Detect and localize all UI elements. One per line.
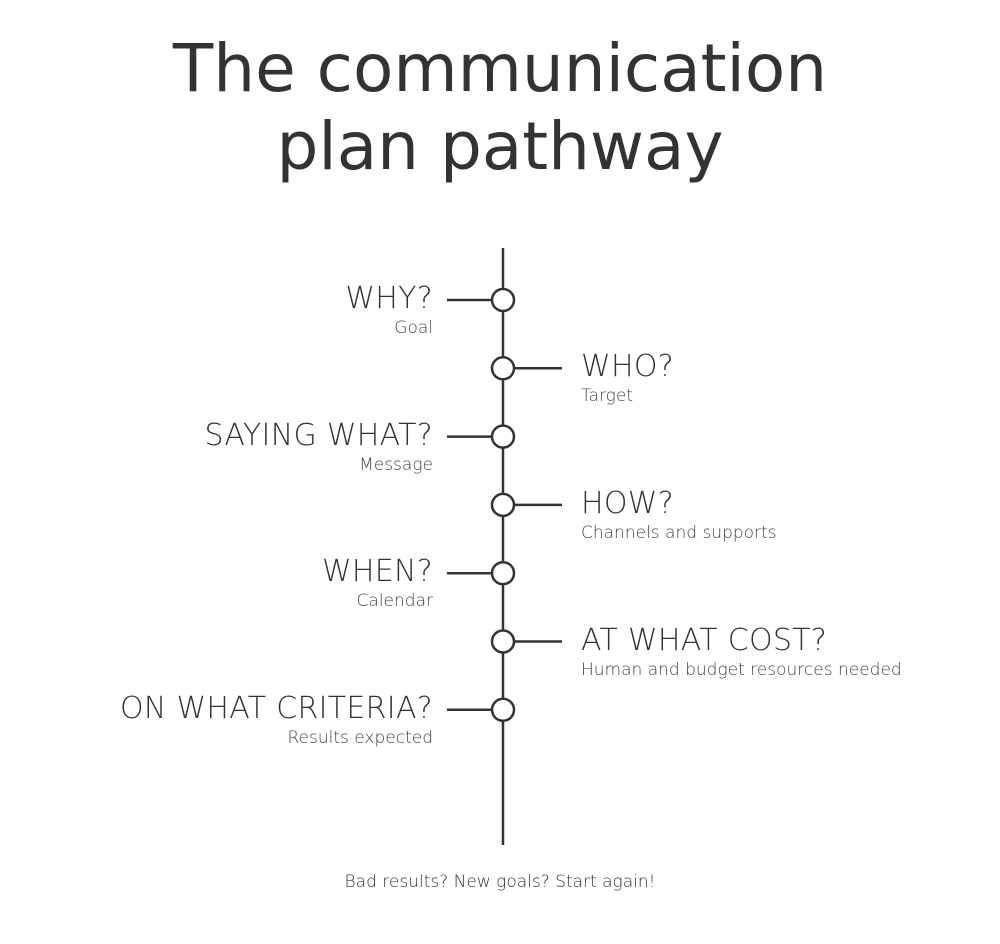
step-question: WHY? — [345, 281, 433, 316]
step-node — [490, 356, 516, 381]
title-line-2: plan pathway — [276, 108, 724, 185]
timeline-nodes — [447, 287, 562, 723]
step-detail: Target — [581, 386, 634, 407]
step-question: WHO? — [581, 349, 674, 385]
diagram-title: The communication plan pathway — [0, 30, 1000, 186]
step-detail: Channels and supports — [581, 522, 777, 543]
step-node — [490, 287, 516, 313]
step-label: WHY?Goal — [33, 281, 433, 339]
step-question: HOW? — [581, 485, 674, 521]
step-label: ON WHAT CRITERIA?Results expected — [33, 691, 433, 749]
step-label: SAYING WHAT?Message — [33, 418, 433, 476]
step-question: AT WHAT COST? — [581, 622, 828, 658]
step-question: WHEN? — [321, 554, 433, 590]
step-node — [490, 492, 516, 518]
step-node — [490, 424, 516, 449]
step-detail: Calendar — [356, 591, 433, 612]
step-detail: Human and budget resources needed — [581, 659, 902, 680]
footer-note: Bad results? New goals? Start again! — [344, 872, 656, 892]
step-node — [490, 697, 516, 723]
step-node — [490, 629, 516, 654]
step-question: SAYING WHAT? — [204, 417, 433, 453]
step-detail: Results expected — [287, 727, 433, 748]
step-label: WHO?Target — [581, 349, 981, 407]
step-detail: Message — [359, 454, 433, 475]
step-question: ON WHAT CRITERIA? — [119, 690, 433, 726]
step-label: AT WHAT COST?Human and budget resources … — [581, 623, 981, 681]
step-detail: Goal — [394, 318, 433, 338]
step-label: HOW?Channels and supports — [581, 486, 981, 544]
title-line-1: The communication — [172, 30, 828, 107]
step-node — [490, 560, 516, 586]
step-label: WHEN?Calendar — [33, 554, 433, 612]
